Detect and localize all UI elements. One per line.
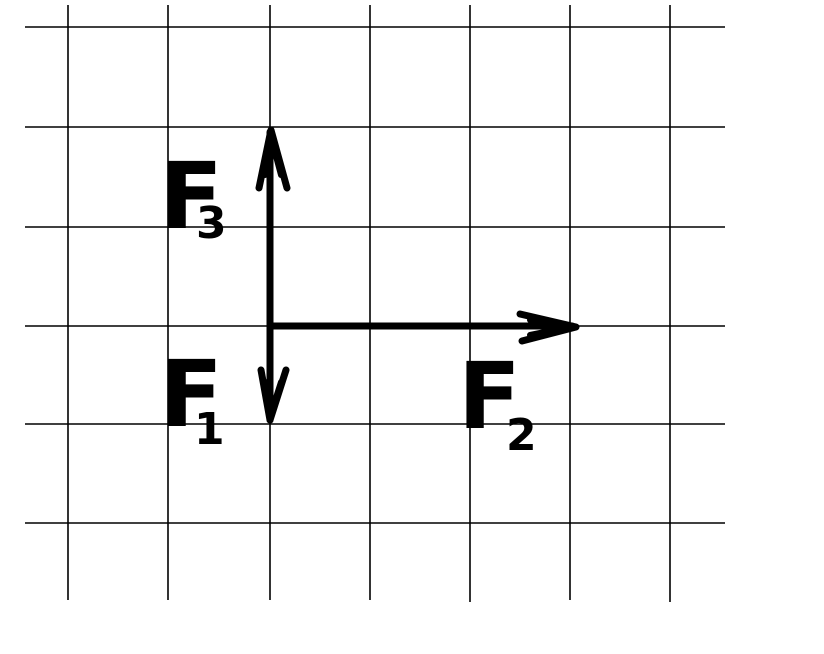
label-f2-subscript: 2: [506, 410, 537, 461]
vector-f2-arrowhead-fill: [527, 325, 568, 338]
label-f1-subscript: 1: [194, 404, 225, 455]
grid: [25, 5, 725, 602]
label-f1-letter: F: [160, 341, 223, 448]
vector-f3-arrowhead-fill: [270, 142, 284, 178]
vector-f3-arrowhead-fill: [262, 142, 274, 178]
vector-f3: [255, 126, 291, 330]
label-f3-letter: F: [160, 143, 223, 250]
label-f1: F 1: [160, 341, 225, 455]
label-f2-letter: F: [458, 343, 521, 450]
label-f3: F 3: [160, 143, 227, 250]
vector-f1-arrowhead-fill: [262, 379, 273, 413]
label-f2: F 2: [458, 343, 537, 461]
vector-f2-arrowhead-fill: [527, 317, 568, 330]
vector-f1-arrowhead-fill: [269, 379, 284, 413]
vector-f1: [257, 322, 290, 424]
vector-f2: [266, 310, 580, 345]
vector-f2-arrowhead: [516, 310, 580, 345]
label-f3-subscript: 3: [196, 198, 227, 249]
